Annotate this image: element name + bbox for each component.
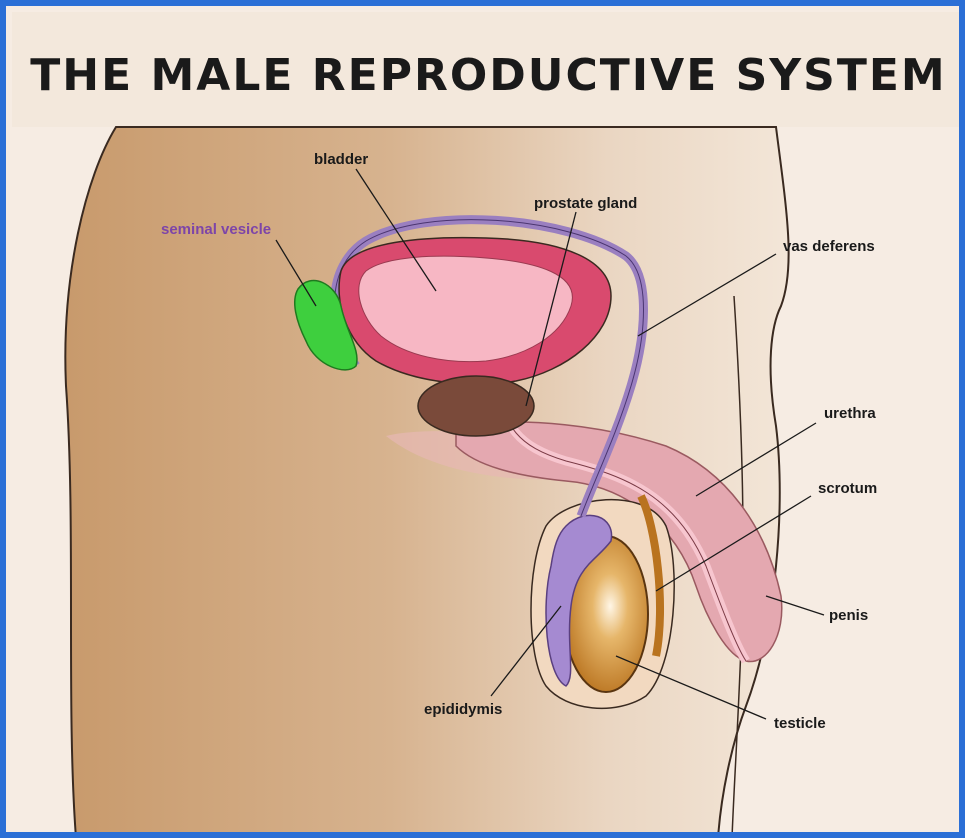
label-vas-deferens: vas deferens <box>783 238 875 255</box>
label-testicle: testicle <box>774 715 826 732</box>
diagram-title: THE MALE REPRODUCTIVE SYSTEM <box>6 50 965 101</box>
label-epididymis: epididymis <box>424 701 502 718</box>
label-prostate-gland: prostate gland <box>534 195 637 212</box>
anatomy-illustration: bladder prostate gland seminal vesicle v… <box>6 6 965 838</box>
label-penis: penis <box>829 607 868 624</box>
prostate-gland-shape <box>418 376 534 436</box>
label-urethra: urethra <box>824 405 876 422</box>
label-scrotum: scrotum <box>818 480 877 497</box>
label-bladder: bladder <box>314 151 368 168</box>
label-seminal-vesicle: seminal vesicle <box>161 221 271 238</box>
